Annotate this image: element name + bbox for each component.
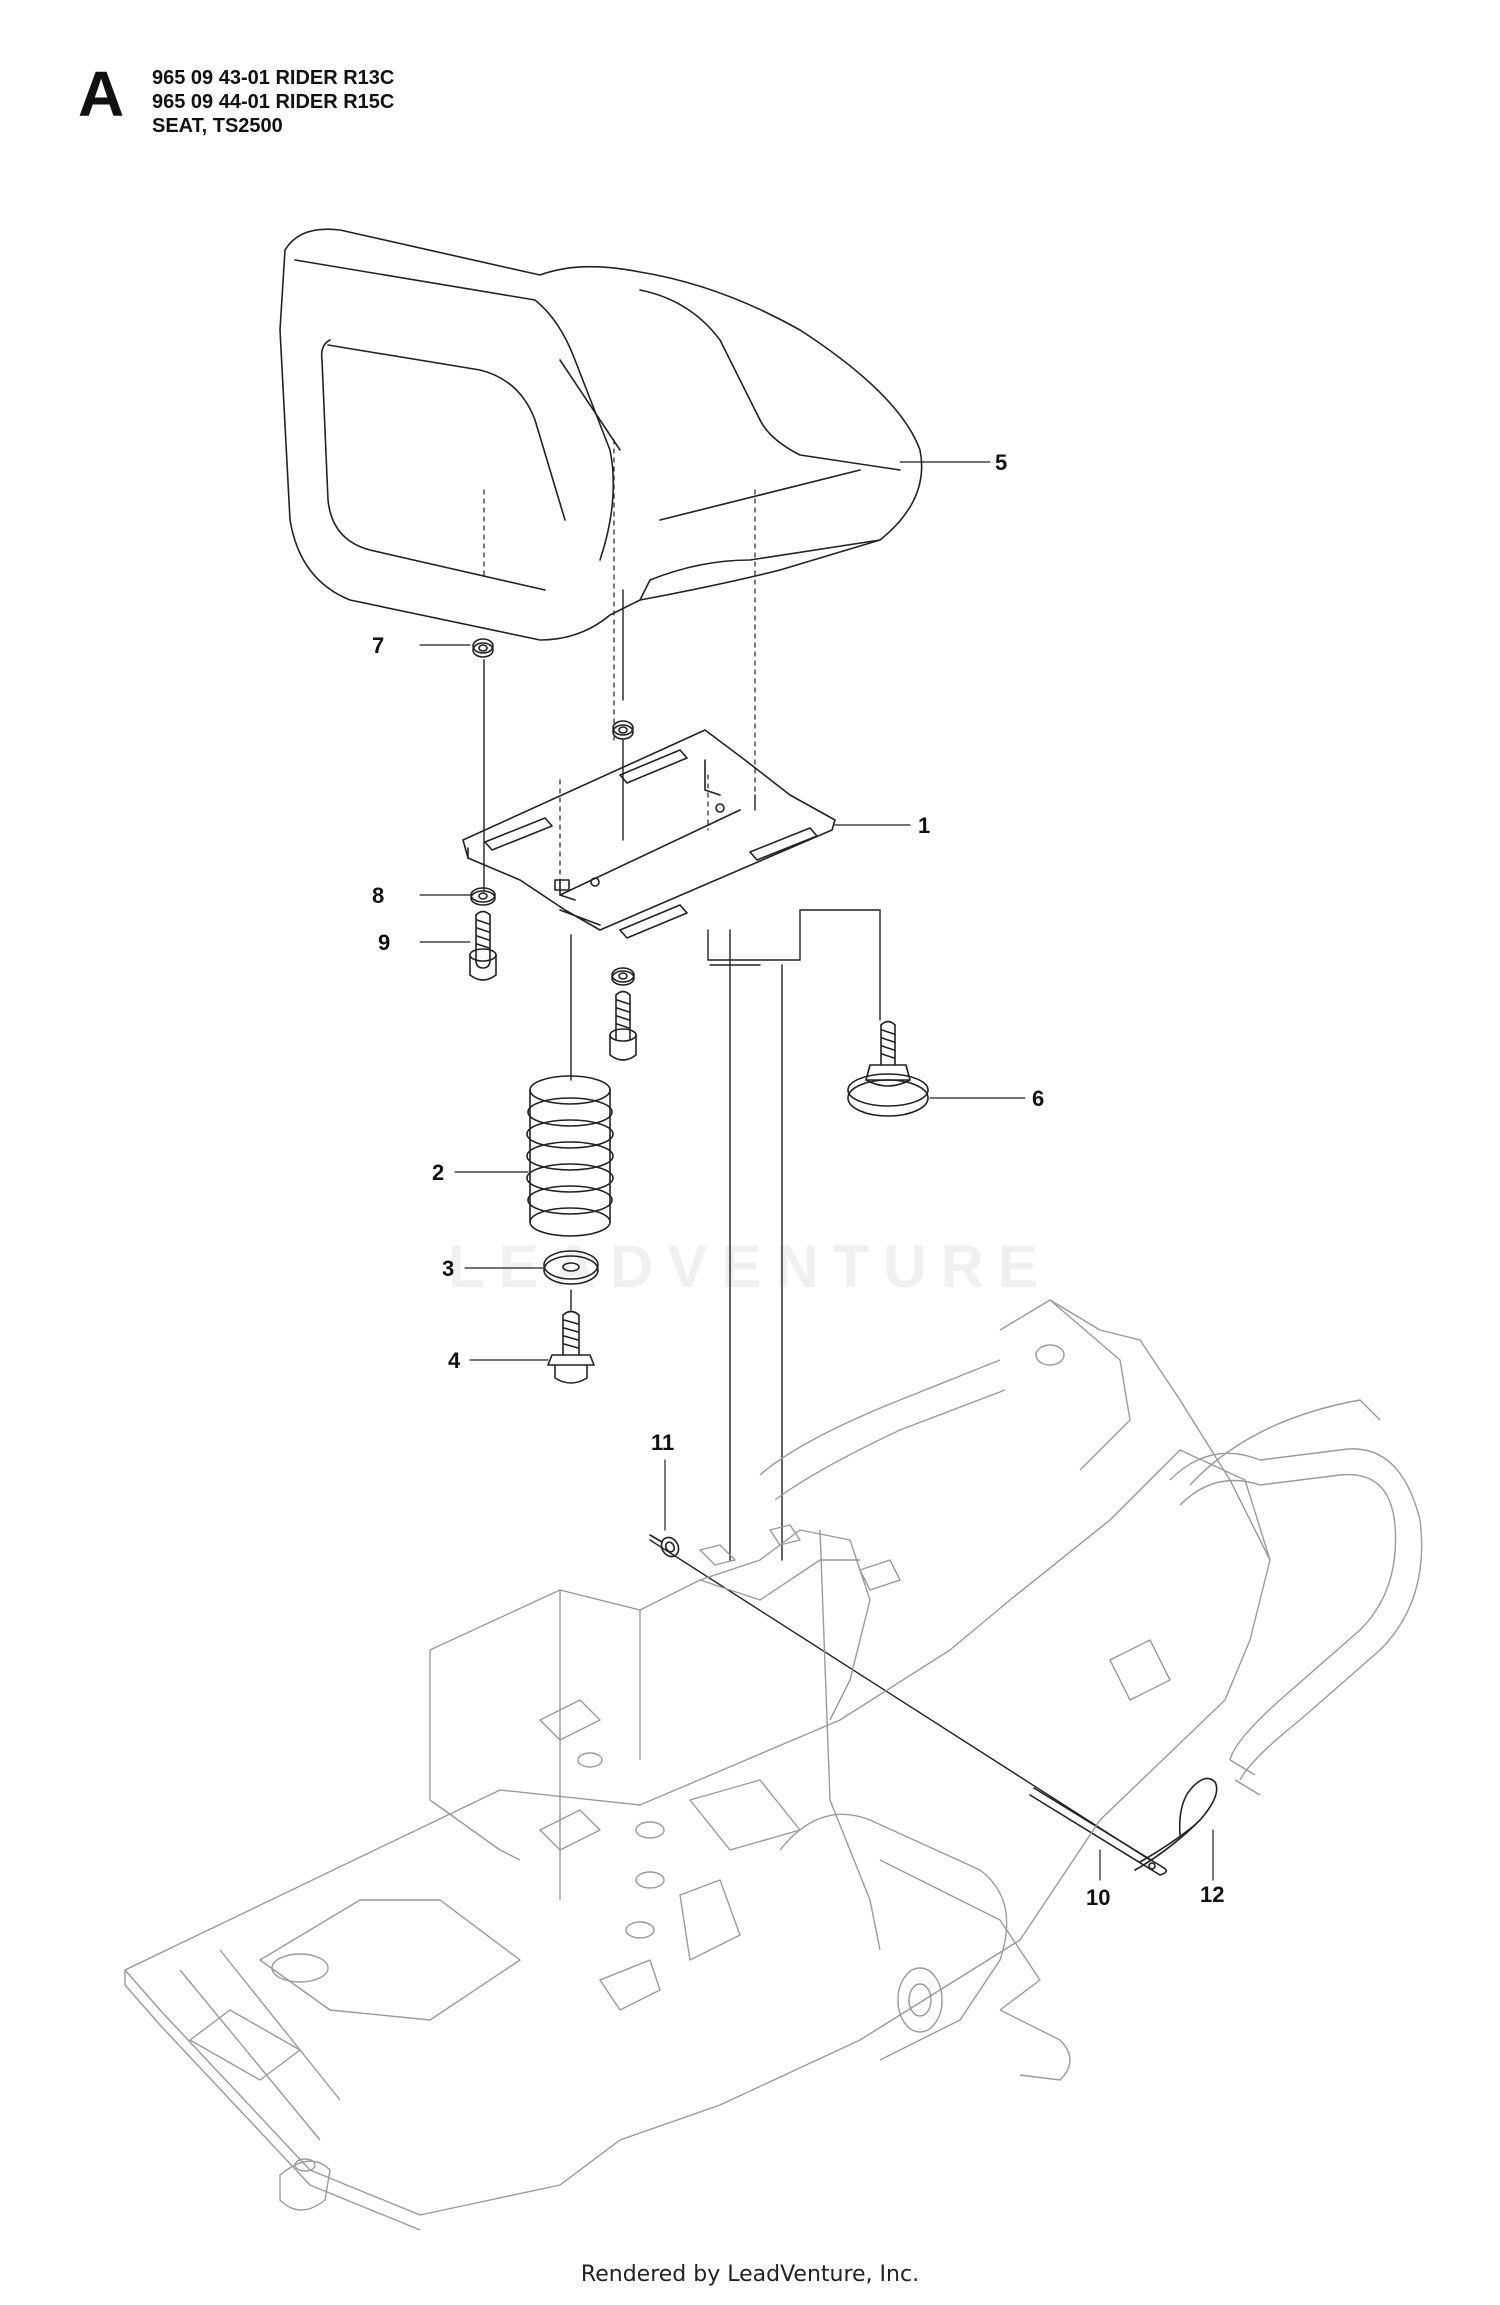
bolt-part-9[interactable]	[469, 910, 497, 981]
bolt-part-4[interactable]	[547, 1310, 595, 1384]
spring-part-2[interactable]	[526, 1075, 614, 1237]
nut-part-7b[interactable]	[612, 720, 634, 740]
callout-4[interactable]: 4	[448, 1348, 461, 1373]
washer-part-8b[interactable]	[611, 967, 635, 986]
callout-6[interactable]: 6	[1032, 1086, 1044, 1111]
assembly-title: SEAT, TS2500	[152, 115, 283, 137]
footer-credit: Rendered by LeadVenture, Inc.	[580, 2262, 920, 2287]
model-line-2: 965 09 44-01 RIDER R15C	[152, 91, 395, 113]
callout-5[interactable]: 5	[995, 450, 1007, 475]
callout-3[interactable]: 3	[442, 1256, 454, 1281]
pin-part-10[interactable]	[1029, 1787, 1168, 1876]
hairpin-part-12[interactable]	[1134, 1777, 1218, 1871]
clip-part-11[interactable]	[649, 1534, 682, 1559]
callout-8[interactable]: 8	[372, 883, 384, 908]
callout-7[interactable]: 7	[372, 633, 384, 658]
watermark-text: LEADVENTURE	[447, 1233, 1053, 1300]
callout-9[interactable]: 9	[378, 930, 390, 955]
nut-part-7[interactable]	[472, 638, 494, 658]
washer-part-8[interactable]	[470, 887, 496, 906]
washer-part-3[interactable]	[543, 1250, 599, 1285]
callout-labels: 7 5 1 8 9 6 2 3 4 11 10 12	[372, 450, 1224, 1910]
seat-part[interactable]	[279, 228, 923, 641]
callout-12[interactable]: 12	[1200, 1882, 1224, 1907]
rider-frame	[124, 1299, 1423, 2231]
callout-11[interactable]: 11	[651, 1430, 674, 1455]
callout-1[interactable]: 1	[918, 813, 930, 838]
model-list: 965 09 43-01 RIDER R13C 965 09 44-01 RID…	[152, 66, 394, 138]
seat-plate-part[interactable]	[462, 729, 836, 939]
callout-10[interactable]: 10	[1086, 1885, 1110, 1910]
section-letter: A	[78, 58, 125, 130]
model-line-1: 965 09 43-01 RIDER R13C	[152, 67, 395, 89]
knob-part-6[interactable]	[847, 1020, 929, 1117]
bolt-part-9b[interactable]	[609, 990, 637, 1061]
callout-2[interactable]: 2	[432, 1160, 444, 1185]
